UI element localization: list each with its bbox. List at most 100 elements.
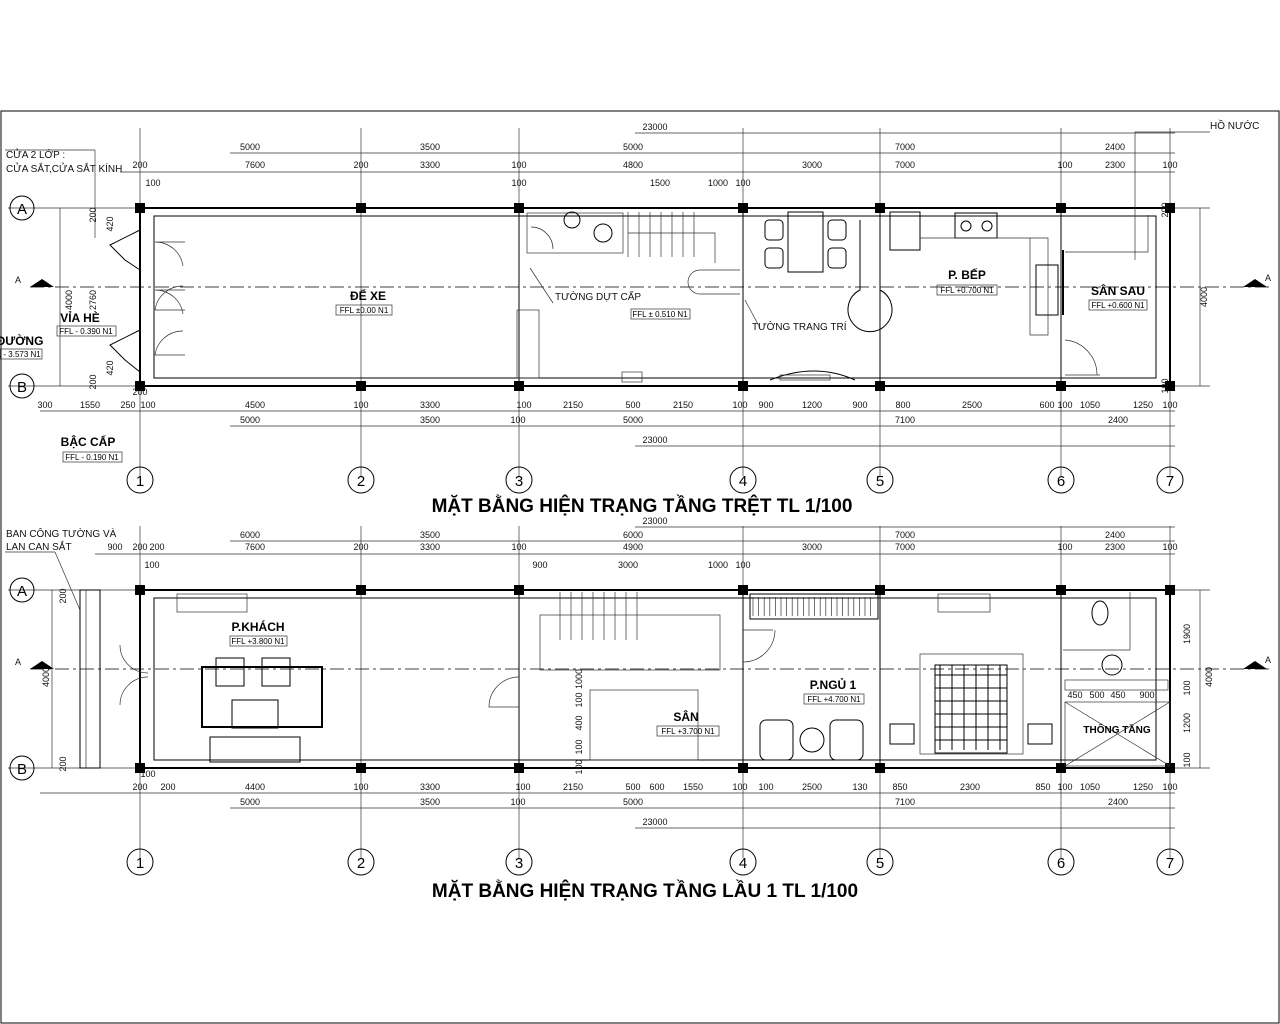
dim-bottom-detail: 100 (516, 400, 531, 410)
dim-bottom-detail: 500 (625, 782, 640, 792)
grid-bubble (126, 848, 154, 876)
dim-top-detail: 100 (1057, 542, 1072, 552)
inner-wall-line (153, 215, 1157, 379)
first-floor-labels: BAN CÔNG TƯỜNG VÀ LAN CAN SẮT P.KHÁCH FF… (6, 527, 1151, 902)
dim-top-detail: 200 (353, 160, 368, 170)
bed (934, 664, 1008, 754)
column (1165, 381, 1175, 391)
dim-bottom-axis: 3500 (420, 415, 440, 425)
dim-top-axis: 7000 (895, 530, 915, 540)
column (356, 203, 366, 213)
dim-top-detail: 200 (132, 160, 147, 170)
column (514, 381, 524, 391)
door-swing (1064, 339, 1100, 376)
yard-area (589, 689, 699, 761)
section-arrow-icon (30, 661, 54, 669)
dim-top-axis: 7000 (895, 142, 915, 152)
void-area (1064, 701, 1171, 767)
grid-bubble (505, 466, 533, 494)
sink-icon (1035, 264, 1059, 316)
chair (827, 219, 847, 241)
dim-bottom-detail: 4400 (245, 782, 265, 792)
void-cross (1064, 701, 1171, 767)
level-living: FFL +3.800 N1 (231, 637, 285, 646)
section-mark: A (1265, 655, 1271, 665)
deco-wall-label: TƯỜNG TRANG TRÍ (752, 320, 847, 333)
dim-top-detail: 100 (1162, 542, 1177, 552)
dim-wc: 900 (1139, 690, 1154, 700)
dim-top-detail: 2300 (1105, 542, 1125, 552)
grid-bubble (347, 848, 375, 876)
cable-wall-label: TƯỜNG DỰT CẤP (555, 290, 641, 303)
dim-side: 4000 (1204, 667, 1214, 687)
grid-bubble (1047, 848, 1075, 876)
dim-side: 200 (88, 374, 98, 389)
dim-top-sub: 100 (735, 178, 750, 188)
room-name-living: P.KHÁCH (231, 619, 284, 634)
grid-bubble (1047, 466, 1075, 494)
dim-bottom-detail: 3300 (420, 782, 440, 792)
toilet-icon (593, 223, 613, 243)
leader (1134, 131, 1210, 260)
door-swing (530, 226, 554, 250)
column (738, 585, 748, 595)
dim-top-detail: 200 (353, 542, 368, 552)
water-tank-label: HỒ NƯỚC (1210, 119, 1259, 132)
room-name-bedroom: P.NGỦ 1 (810, 677, 857, 692)
dim-top-axis: 3500 (420, 530, 440, 540)
grid-bubble-label: 5 (876, 855, 884, 872)
dim-top-detail: 200 (132, 542, 147, 552)
column (1056, 203, 1066, 213)
dim-bottom-detail: 500 (625, 400, 640, 410)
grid-bubble (9, 577, 35, 603)
dim-top-sub: 900 (532, 560, 547, 570)
ground-floor-labels: CỬA 2 LỚP : CỬA SẮT,CỬA SẮT KÍNH HỒ NƯỚC… (0, 119, 1259, 517)
leader (529, 267, 554, 304)
grid-bubble (1156, 466, 1184, 494)
room-name-step: BẬC CẤP (61, 434, 116, 449)
level-sidewalk: FFL - 0.390 N1 (59, 327, 113, 336)
stair-curve (687, 269, 740, 295)
dim-bottom-overall: 23000 (642, 817, 667, 827)
door-swing (154, 330, 185, 356)
dim-bottom-axis: 5000 (240, 797, 260, 807)
grid-bubble-label: 4 (739, 855, 747, 872)
desk-chair (1027, 723, 1053, 745)
dim-bottom-detail: 850 (1035, 782, 1050, 792)
sofa (209, 736, 301, 763)
dim-bottom-detail: 300 (37, 400, 52, 410)
grid-bubble-label: 3 (515, 855, 523, 872)
armchair (261, 657, 291, 687)
grid-bubble (505, 848, 533, 876)
grid-bubble-label: 7 (1166, 855, 1174, 872)
door-swing (154, 285, 185, 311)
dim-bottom-detail: 600 (649, 782, 664, 792)
dim-side: 4000 (64, 290, 74, 310)
grid-bubble-label: 7 (1166, 473, 1174, 490)
chair (827, 247, 847, 269)
column (135, 203, 145, 213)
section-mark: A (15, 275, 21, 285)
dim-bottom-detail: 1200 (802, 400, 822, 410)
grid-bubble (729, 466, 757, 494)
bed-frame (919, 653, 1024, 755)
column (356, 381, 366, 391)
kitchen-counter (920, 237, 1049, 336)
door-swing (154, 241, 185, 267)
grid-bubble-label: 3 (515, 473, 523, 490)
dim-wc: 500 (1089, 690, 1104, 700)
burner-icon (960, 220, 972, 232)
dim-bottom-detail: 900 (758, 400, 773, 410)
dim-side: 2760 (88, 290, 98, 310)
column (1056, 381, 1066, 391)
dim-top-detail: 100 (1162, 160, 1177, 170)
level-kitchen: FFL +0.700 N1 (940, 286, 994, 295)
dim-top-detail: 100 (511, 542, 526, 552)
section-arrow-icon (1243, 661, 1267, 669)
grid-bubble-label: B (17, 379, 27, 396)
column (1056, 585, 1066, 595)
dim-side: 200 (1160, 202, 1170, 217)
dim-bottom-detail: 900 (852, 400, 867, 410)
stair-landing (539, 614, 721, 671)
